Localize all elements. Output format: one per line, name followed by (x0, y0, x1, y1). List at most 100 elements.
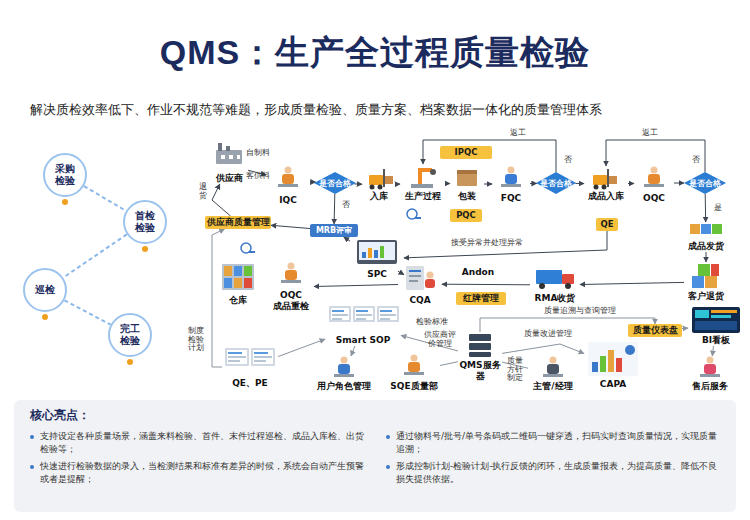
flow-arrow (502, 344, 584, 354)
icon-part (329, 306, 351, 322)
icon-part (469, 343, 491, 350)
flow-arrow (271, 225, 310, 228)
node-text: 供应商 (216, 173, 243, 184)
module-tag: QE (596, 218, 618, 231)
inspection-circle: 完工检验 (108, 313, 152, 357)
node-text: 包装 (458, 191, 476, 202)
node-text: 客户退货 (688, 291, 724, 302)
module-tag: IPQC (440, 146, 492, 159)
icon-part (593, 175, 607, 185)
node-text: 供应商质量管理 (207, 217, 270, 227)
flow-label: 否 (342, 201, 350, 210)
process-node: QE、PE (222, 345, 278, 389)
icon-part (234, 278, 242, 288)
node-text: 售后服务 (692, 381, 728, 392)
decision-diamond: 是否合格 (536, 172, 576, 194)
flow-arrow (530, 183, 537, 184)
icon-part (430, 169, 436, 175)
flow-arrow (484, 184, 492, 185)
flow-arrow (446, 183, 450, 184)
process-node: 包装 (450, 166, 484, 202)
node-text: FQC (501, 193, 521, 204)
icon-part (409, 270, 421, 272)
process-node: 用户角色管理 (306, 356, 382, 392)
icon-part (704, 364, 716, 374)
icon-part (594, 185, 599, 190)
icon-part (607, 169, 609, 187)
icon-part (353, 306, 375, 322)
flow-arrow (580, 282, 684, 284)
icon-part (409, 280, 418, 282)
diamond-outline (684, 172, 726, 194)
process-node: OQC (634, 162, 674, 204)
process-node: 客户退货 (684, 262, 728, 302)
icon-part (341, 357, 348, 364)
icon-part (418, 168, 432, 172)
icon-part (332, 310, 344, 312)
flow-label: 制度检验计划 (187, 327, 205, 353)
flow-arrow (404, 231, 607, 258)
icon-part (224, 266, 232, 276)
node-text: 红牌管理 (463, 293, 499, 303)
icon-part (225, 348, 249, 366)
icon-part (221, 155, 225, 159)
process-node: RMA收货 (530, 266, 580, 304)
node-text: BI看板 (702, 335, 730, 346)
icon-part (227, 350, 247, 364)
icon-part (385, 176, 393, 184)
process-node: QMS服务器 (458, 332, 502, 382)
icon-part (406, 266, 424, 290)
flow-arrow (628, 183, 634, 184)
flow-arrow (674, 183, 684, 184)
inspection-path (84, 186, 126, 211)
icon-part (539, 283, 545, 289)
process-node: FQC (492, 164, 530, 204)
icon-part (383, 169, 385, 187)
icon-part (356, 318, 366, 320)
node-text: RMA收货 (535, 293, 576, 304)
process-node: OQC成品重检 (268, 262, 314, 312)
icon-part (237, 155, 240, 159)
icon-part (378, 185, 383, 190)
icon-part (457, 170, 477, 174)
diamond-outline (314, 172, 356, 194)
process-node: SQE质量部 (388, 350, 440, 392)
icon-part (562, 274, 574, 284)
icon-part (377, 306, 399, 322)
highlight-panel: 核心亮点：支持设定各种质量场景，涵盖来料检验、首件、末件过程巡检、成品入库检、出… (14, 400, 736, 512)
node-text: OQC (643, 193, 665, 204)
node-text: 成品入库 (588, 191, 624, 202)
node-text: PQC (456, 210, 476, 220)
node-text: 入库 (370, 191, 388, 202)
node-text: 仓库 (229, 295, 247, 306)
icon-part (338, 364, 350, 374)
node-text: MRB评审 (316, 226, 352, 236)
icon-part (705, 276, 717, 288)
icon-part (592, 362, 598, 372)
icon-part (229, 155, 233, 159)
process-node: 入库 (362, 168, 396, 202)
node-text: 质量仪表盘 (633, 325, 678, 335)
icon-part (600, 356, 606, 372)
diamond-outline (536, 172, 576, 194)
icon-part (409, 275, 421, 277)
icon-part (711, 310, 737, 313)
icon-part (700, 374, 720, 377)
icon-part (695, 310, 709, 318)
inspection-circle: 采购检验 (43, 153, 87, 197)
node-text: QE (600, 219, 613, 229)
icon-part (411, 184, 433, 188)
icon-part (411, 355, 418, 362)
icon-part (285, 270, 297, 280)
process-node: 成品发货 (684, 222, 728, 252)
icon-part (228, 360, 240, 362)
icon-part (690, 224, 700, 234)
process-node: 仓库 (218, 262, 258, 306)
node-text: 用户角色管理 (317, 381, 371, 392)
icon-part (362, 252, 366, 258)
module-tag: 质量仪表盘 (628, 324, 682, 337)
node-text: CAPA (600, 379, 626, 390)
icon-part (547, 364, 559, 374)
icon-part (616, 358, 622, 372)
icon-part (408, 362, 420, 372)
